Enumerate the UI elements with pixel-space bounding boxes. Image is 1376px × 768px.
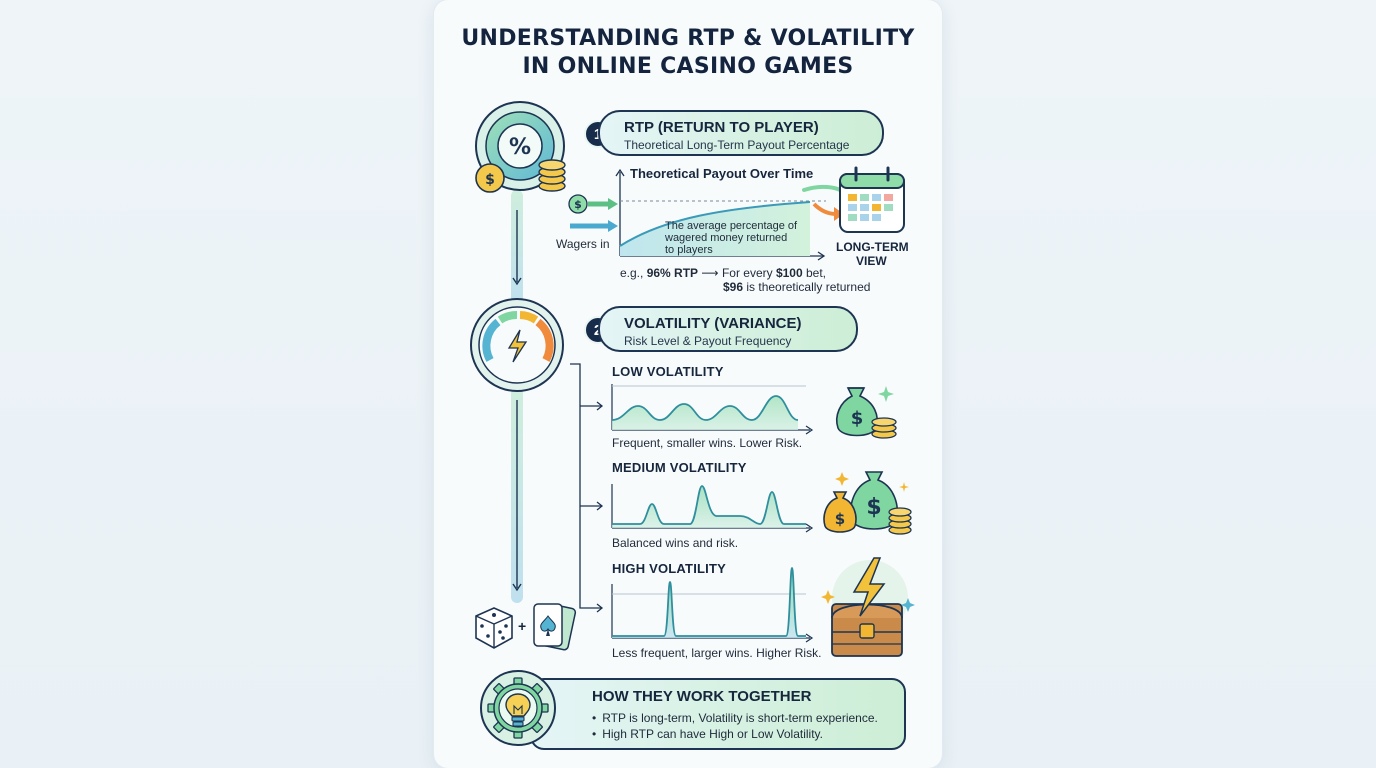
- low-volatility-desc: Frequent, smaller wins. Lower Risk.: [612, 436, 803, 450]
- flow-connector: [511, 190, 523, 603]
- svg-text:$: $: [485, 172, 495, 188]
- treasure-chest-lightning-icon: [821, 557, 915, 657]
- together-bullet-list: RTP is long-term, Volatility is short-te…: [592, 710, 878, 742]
- medium-volatility-desc: Balanced wins and risk.: [612, 536, 739, 550]
- longterm-label-1: LONG-TERM: [836, 240, 909, 254]
- payout-curve-chart: [615, 168, 842, 261]
- low-volatility-chart: [611, 384, 814, 435]
- together-bullet: High RTP can have High or Low Volatility…: [592, 726, 878, 742]
- rtp-header-pill: RTP (RETURN TO PLAYER) Theoretical Long-…: [598, 110, 884, 156]
- curve-note-line-2: wagered money returned: [665, 232, 788, 244]
- wagers-in-label: Wagers in: [556, 237, 610, 251]
- speedometer-lightning-icon: [470, 298, 564, 392]
- games-plus-sign: +: [518, 618, 527, 634]
- volatility-header-pill: VOLATILITY (VARIANCE) Risk Level & Payou…: [598, 306, 858, 352]
- together-bullet: RTP is long-term, Volatility is short-te…: [592, 710, 878, 726]
- high-volatility-chart: [611, 567, 814, 643]
- percent-gauge-icon: % $: [475, 101, 566, 193]
- high-volatility-desc: Less frequent, larger wins. Higher Risk.: [612, 646, 822, 660]
- lightbulb-gear-icon: [480, 670, 556, 746]
- medium-volatility-title: MEDIUM VOLATILITY: [612, 460, 747, 475]
- together-box: HOW THEY WORK TOGETHER RTP is long-term,…: [530, 678, 906, 750]
- rtp-example-line-2: $96 is theoretically returned: [723, 280, 871, 294]
- low-volatility-title: LOW VOLATILITY: [612, 364, 724, 379]
- volatility-subtitle: Risk Level & Payout Frequency: [624, 334, 792, 348]
- rtp-subtitle: Theoretical Long-Term Payout Percentage: [624, 138, 850, 152]
- high-volatility-title: HIGH VOLATILITY: [612, 561, 726, 576]
- wager-arrows: $: [568, 194, 618, 232]
- calendar-icon: [839, 166, 905, 233]
- longterm-label-2: VIEW: [856, 254, 887, 268]
- svg-text:$: $: [574, 198, 582, 211]
- curve-note-line-3: to players: [665, 244, 713, 256]
- medium-volatility-chart: [611, 484, 814, 533]
- svg-text:$: $: [851, 408, 864, 429]
- dice-icon: [475, 607, 513, 649]
- svg-text:%: %: [509, 135, 531, 160]
- playing-cards-icon: [533, 603, 577, 651]
- rtp-example-line-1: e.g., 96% RTP ⟶ For every $100 bet,: [620, 266, 827, 280]
- curve-note-line-1: The average percentage of: [665, 220, 798, 232]
- money-bag-coins-icon: $: [836, 386, 897, 439]
- example-arrow: ⟶: [701, 266, 719, 280]
- infographic-card: UNDERSTANDING RTP & VOLATILITY IN ONLINE…: [434, 0, 942, 768]
- rtp-title: RTP (RETURN TO PLAYER): [624, 119, 819, 136]
- payout-chart-title: Theoretical Payout Over Time: [630, 166, 814, 181]
- page-title: UNDERSTANDING RTP & VOLATILITY: [461, 26, 915, 51]
- together-title: HOW THEY WORK TOGETHER: [592, 688, 812, 705]
- page-subtitle: IN ONLINE CASINO GAMES: [522, 54, 854, 79]
- two-money-bags-icon: $ $: [823, 471, 912, 535]
- volatility-branch-lines: [570, 363, 604, 613]
- svg-text:$: $: [866, 495, 881, 520]
- svg-text:$: $: [835, 510, 845, 528]
- volatility-title: VOLATILITY (VARIANCE): [624, 315, 802, 332]
